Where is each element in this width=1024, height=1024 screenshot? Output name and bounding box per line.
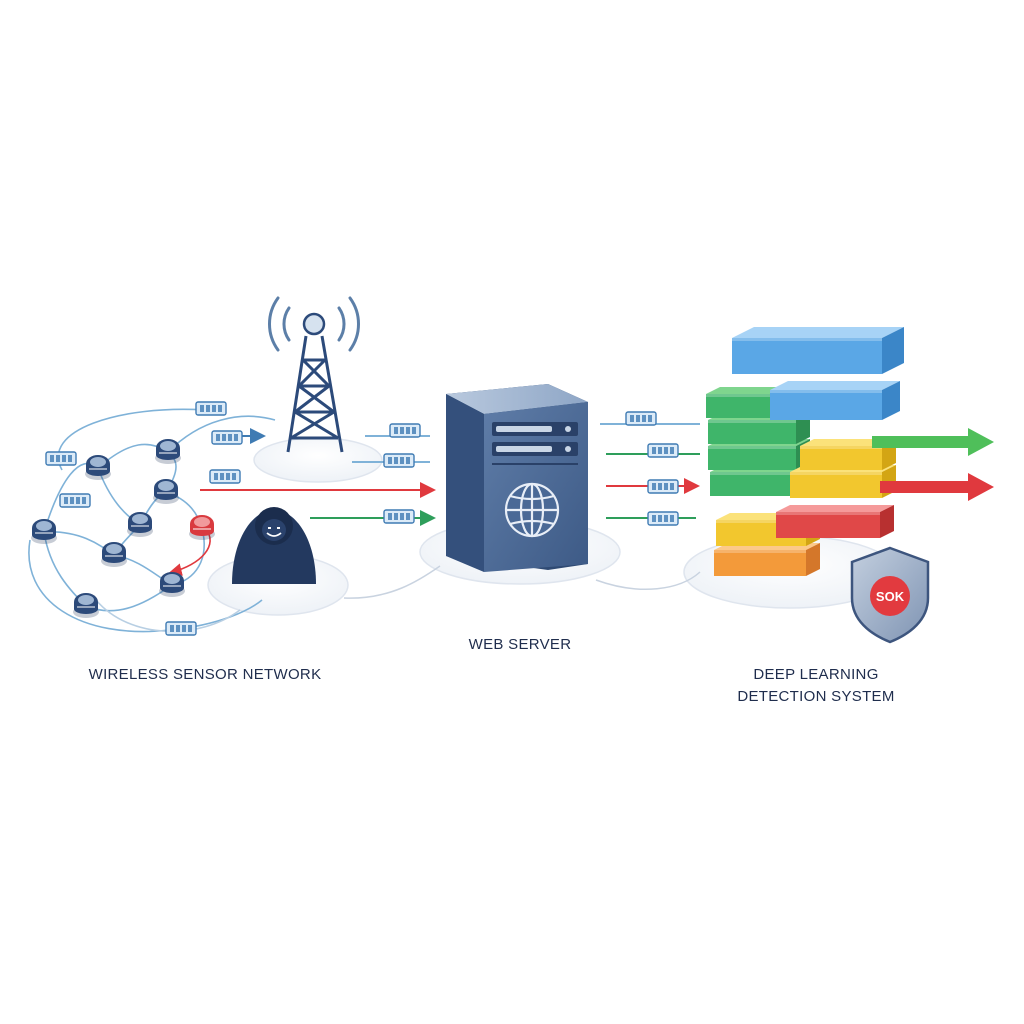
sensor-node-icon [155, 439, 181, 464]
output-arrows [872, 428, 994, 501]
data-packet-icon [211, 430, 243, 445]
data-packet-icon [647, 443, 679, 458]
neural-layer-stack-icon [706, 327, 904, 576]
shield-badge: SOK [876, 589, 905, 604]
data-packet-icon [195, 401, 227, 416]
sensor-nodes [31, 439, 215, 618]
deep-learning-label-line2: DETECTION SYSTEM [737, 688, 895, 705]
attacker-icon [232, 507, 316, 584]
layer-block-red [776, 505, 894, 538]
shield-icon: SOK [850, 546, 930, 644]
data-packet-icon [59, 493, 91, 508]
deep-learning-label: DEEP LEARNING DETECTION SYSTEM [706, 664, 926, 708]
data-packets [45, 401, 679, 636]
sensor-node-icon [85, 455, 111, 480]
data-packet-icon [165, 621, 197, 636]
sensor-node-icon [127, 512, 153, 537]
web-server-label: WEB SERVER [468, 636, 572, 653]
data-packet-icon [209, 469, 241, 484]
sensor-node-icon [73, 593, 99, 618]
tower-platform [253, 437, 383, 483]
sensor-node-icon [101, 542, 127, 567]
data-packet-icon [389, 423, 421, 438]
layer-block-blue-top [732, 327, 904, 374]
sensor-node-icon [31, 519, 57, 544]
data-packet-icon [647, 479, 679, 494]
malicious-output-arrow-icon [880, 473, 994, 501]
data-packet-icon [383, 509, 415, 524]
data-packet-icon [45, 451, 77, 466]
sensor-node-icon [153, 479, 179, 504]
radio-tower-icon [268, 296, 360, 453]
layer-block-orange [714, 543, 820, 576]
layer-block-blue [770, 381, 900, 420]
normal-output-arrow-icon [872, 428, 994, 456]
sensor-node-icon [189, 515, 215, 540]
globe-icon [504, 482, 560, 538]
deep-learning-label-line1: DEEP LEARNING [753, 666, 879, 683]
data-packet-icon [647, 511, 679, 526]
data-packet-icon [625, 411, 657, 426]
wireless-sensor-network-label: WIRELESS SENSOR NETWORK [88, 666, 322, 683]
server-icon [446, 384, 588, 572]
sensor-node-icon [159, 572, 185, 597]
data-packet-icon [383, 453, 415, 468]
